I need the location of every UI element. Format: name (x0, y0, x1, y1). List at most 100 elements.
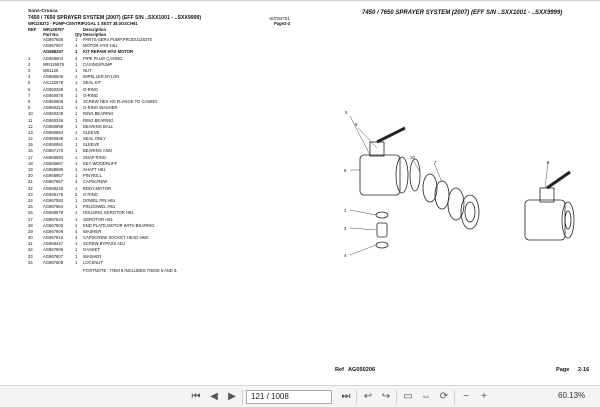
cell-ref: 25 (28, 204, 33, 210)
cell-part: AG860338 (43, 86, 64, 92)
prev-page-icon[interactable]: ◀ (210, 391, 218, 402)
zoom-out-icon[interactable]: − (463, 391, 469, 402)
cell-ref: 33 (28, 253, 33, 259)
callout-7: 3 (344, 226, 347, 231)
cell-qty: 4 (75, 228, 78, 234)
cell-ref: 1 (28, 55, 31, 61)
cell-ref: 4 (28, 74, 31, 80)
cell-qty: 1 (75, 222, 78, 228)
back-icon[interactable]: ↩ (363, 391, 373, 402)
first-page-icon[interactable]: ⏮ (191, 391, 201, 402)
cell-desc: RING BEARING (83, 111, 114, 117)
zoom-level[interactable]: 60.13% (558, 391, 586, 400)
cell-desc: SEAL ONLY (83, 136, 106, 142)
cell-part: AG860991 (43, 142, 64, 148)
callout-3: 10 (410, 155, 415, 160)
cell-qty: 1 (75, 111, 78, 117)
cell-ref: 14 (28, 136, 33, 142)
cell-desc: KEY WOODRUFF (83, 160, 118, 166)
cell-qty: 1 (75, 136, 78, 142)
cell-ref: 32 (28, 247, 33, 253)
cell-part: AG867503 (43, 222, 64, 228)
callout-2: 5 (355, 122, 358, 127)
cell-desc: GEROTOR H61 (83, 216, 113, 222)
cell-part: AG868226 (43, 185, 64, 191)
cell-desc: SEAL KIT (83, 80, 102, 86)
fit-width-icon[interactable]: ⇔ (421, 391, 431, 402)
cell-desc: SHAFT H61 (83, 167, 106, 173)
cell-desc: MOTOR HYD H61 (83, 43, 118, 49)
cell-part: AG860664 (43, 129, 64, 135)
cell-part: AG868695 (43, 167, 64, 173)
header-ref: REF (28, 27, 37, 33)
page-number-field[interactable]: 121 / 1008 (246, 390, 332, 404)
cell-part: AG860313 (43, 105, 64, 111)
fit-page-icon[interactable]: ▭ (403, 391, 413, 402)
cell-desc: END PLATE,MOTOR WITH BEARING (83, 222, 155, 228)
cell-ref: 34 (28, 259, 33, 265)
cell-part: AG867609 (43, 228, 64, 234)
cell-desc: CAPSCREW SOCKET HEAD HMC (83, 235, 150, 241)
cell-qty: 1 (75, 80, 78, 86)
header-part: WR128787 (43, 27, 64, 33)
cell-desc: SCREW BYPASS ADJ (83, 241, 126, 247)
cell-qty: 1 (75, 154, 78, 160)
rotate-icon[interactable]: ⟳ (439, 391, 449, 402)
cell-qty: 1 (75, 185, 78, 191)
cell-qty: 1 (75, 148, 78, 154)
cell-qty: 1 (75, 123, 78, 129)
cell-desc: WASHER (83, 253, 102, 259)
cell-part: AG866504 (43, 55, 64, 61)
cell-desc: O-RING WASHER (83, 105, 118, 111)
cell-desc: HOUSING,GEROTOR H61 (83, 210, 134, 216)
cell-desc: O-RING (83, 86, 99, 92)
cell-qty: 1 (75, 142, 78, 148)
diagram-page-title: 7450 / 7650 SPRAYER SYSTEM (2007) (EFF S… (362, 10, 563, 16)
cell-part: AG867170 (43, 148, 64, 154)
cell-desc: PIN ROLL (83, 173, 103, 179)
zoom-in-icon[interactable]: + (481, 391, 487, 402)
cell-qty: 1 (75, 210, 78, 216)
last-page-icon[interactable]: ⏭ (341, 391, 351, 402)
top-divider (0, 0, 600, 1)
next-page-icon[interactable]: ▶ (228, 391, 236, 402)
footer-page-value: 2-16 (578, 367, 590, 373)
header-part-no: Part No. (43, 31, 60, 37)
cell-qty: 2 (75, 191, 78, 197)
cell-ref: 11 (28, 117, 33, 123)
cell-desc: BODY,MOTOR (83, 185, 111, 191)
forward-icon[interactable]: ↪ (381, 391, 391, 402)
cell-desc: BEARING BALL (83, 123, 114, 129)
cell-qty: 1 (75, 241, 78, 247)
exploded-pump-diagram (349, 115, 575, 256)
cell-qty: 1 (75, 259, 78, 265)
callout-5: 6 (547, 160, 550, 165)
cell-part: W61125 (43, 68, 59, 74)
cell-ref: 12 (28, 123, 33, 129)
cell-qty: 1 (75, 61, 78, 67)
cell-ref: 26 (28, 210, 33, 216)
callout-9: 8 (344, 168, 347, 173)
cell-part: AG867557 (43, 43, 64, 49)
cell-part: AG866508 (43, 74, 64, 80)
cell-qty: 4 (75, 235, 78, 241)
cell-desc: PIN,DOWEL H61 (83, 204, 116, 210)
cell-qty: 1 (75, 37, 78, 43)
cell-desc: CASING/PUMP (83, 61, 113, 67)
cell-ref: 3 (28, 68, 31, 74)
cell-desc: SCREW HEX HD FLANGE TO CASING (83, 98, 158, 104)
